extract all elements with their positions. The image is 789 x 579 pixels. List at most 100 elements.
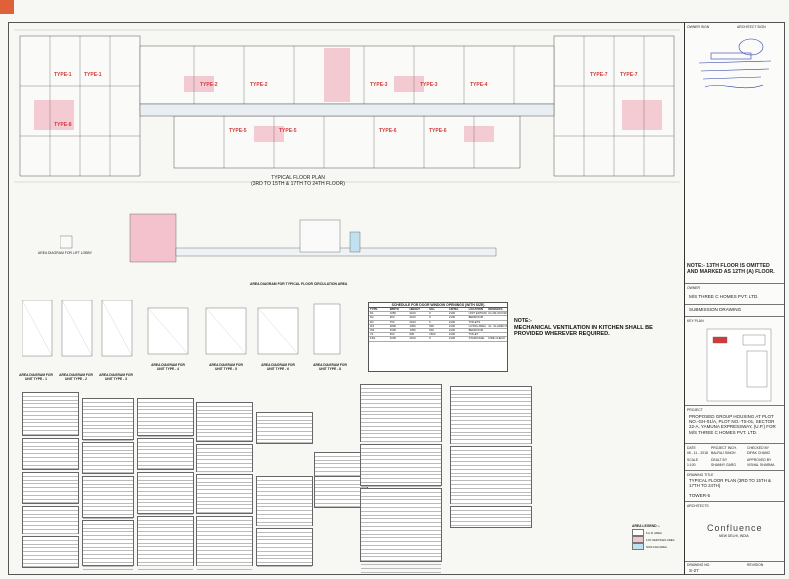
area-table-row (361, 472, 441, 476)
area-table-row (197, 563, 252, 567)
unit-label: TYPE-8 (54, 122, 72, 128)
area-table-row (361, 557, 441, 562)
area-table-row (257, 519, 312, 523)
project-incharge-value: BALRAJ SINGH (711, 451, 736, 455)
key-plan-label: KEY PLAN (687, 319, 704, 323)
area-table-row (197, 547, 252, 552)
area-table-row (361, 497, 441, 501)
schedule-cell: 900 (389, 316, 395, 320)
area-table-row (361, 527, 441, 531)
unit-label: TYPE-5 (279, 128, 297, 134)
area-table-row (23, 431, 78, 435)
door-window-schedule: SCHEDULE FOR DOOR WINDOW OPENINGS (WITH … (368, 302, 508, 372)
area-table (22, 536, 79, 568)
area-table-row (361, 512, 441, 516)
schedule-cell: STAIRCASE (468, 337, 485, 341)
area-table-row (23, 552, 78, 556)
area-table-row (138, 450, 193, 455)
area-table-row (23, 511, 78, 515)
area-table-row (138, 511, 193, 515)
area-table (256, 412, 313, 444)
schedule-cell: 2100 (448, 337, 456, 341)
area-diagram-title: AREA DIAGRAM FOR UNIT TYPE - 3 (99, 373, 133, 381)
schedule-cell: 2100 (448, 316, 456, 320)
area-table-row (451, 500, 531, 504)
area-table-row (361, 500, 441, 505)
area-table-row (138, 454, 193, 458)
area-table (82, 398, 134, 445)
area-table-row (138, 492, 193, 496)
area-table (137, 438, 194, 470)
area-table-row (361, 538, 441, 543)
schedule-cell (487, 316, 507, 319)
area-table-row (361, 415, 441, 420)
project-incharge-label: PROJECT INCH. (711, 446, 737, 450)
legend-swatch (632, 536, 644, 543)
unit-label: TYPE-3 (370, 82, 388, 88)
area-table-row (361, 546, 441, 550)
area-table-row (83, 515, 133, 519)
title-block: OWNER SIGN ARCHITECT SIGN NOTE:- 13TH FL… (684, 22, 785, 575)
area-table-row (361, 508, 441, 512)
area-table-row (83, 496, 133, 500)
area-table-row (138, 462, 193, 466)
area-table-row (23, 439, 78, 443)
area-table-row (83, 540, 133, 544)
area-table-row (23, 537, 78, 541)
area-table-row (138, 547, 193, 552)
area-table-row (83, 555, 133, 559)
area-table-row (197, 475, 252, 479)
area-table-row (451, 466, 531, 470)
area-table-row (315, 468, 367, 472)
area-table-row (197, 430, 252, 434)
area-table (22, 472, 79, 504)
legend-swatch (632, 529, 644, 536)
area-table-row (83, 451, 133, 455)
area-table-row (197, 555, 252, 559)
area-table-row (23, 488, 78, 492)
area-table-row (451, 485, 531, 489)
area-table-row (451, 455, 531, 459)
area-table-row (451, 425, 531, 429)
legend-item: 11% SERVICES AREA (632, 536, 680, 543)
area-table-row (257, 507, 312, 512)
schedule-cell: 2100 (409, 312, 416, 316)
area-table (137, 472, 194, 519)
schedule-cell: LIVING AREA (468, 324, 487, 328)
tower-value: TOWER-5 (689, 493, 711, 498)
unit-label: TYPE-6 (429, 128, 447, 134)
area-table-row (257, 413, 312, 417)
area-table-row (138, 517, 193, 521)
area-table-row (451, 436, 531, 441)
schedule-cell: 750 (389, 320, 395, 324)
corner-tab (0, 0, 14, 14)
area-table-row (197, 460, 252, 464)
area-table-row (23, 496, 78, 500)
area-table-row (361, 396, 441, 401)
area-table-row (197, 532, 252, 536)
area-table-row (257, 488, 312, 493)
area-table-row (257, 537, 312, 541)
area-table-row (138, 500, 193, 504)
area-table-row (361, 479, 441, 483)
legend-item: NON-FAR AREA (632, 543, 680, 550)
area-table-row (361, 519, 441, 524)
area-table-row (451, 440, 531, 444)
schedule-cell: 1050 (389, 312, 396, 316)
area-table-row (197, 540, 252, 544)
area-table-row (257, 421, 312, 425)
schedule-cell: FD1 (370, 337, 376, 341)
area-table (360, 444, 442, 491)
approved-by-value: VISHAL SHARMA (747, 463, 775, 467)
firm-city: NEW DELHI, INDIA (719, 534, 749, 538)
area-table-row (197, 433, 252, 438)
area-table-row (83, 443, 133, 447)
schedule-cell: 2100 (409, 337, 416, 341)
area-table-row (23, 518, 78, 523)
area-table-row (361, 535, 441, 539)
area-table-row (83, 488, 133, 493)
